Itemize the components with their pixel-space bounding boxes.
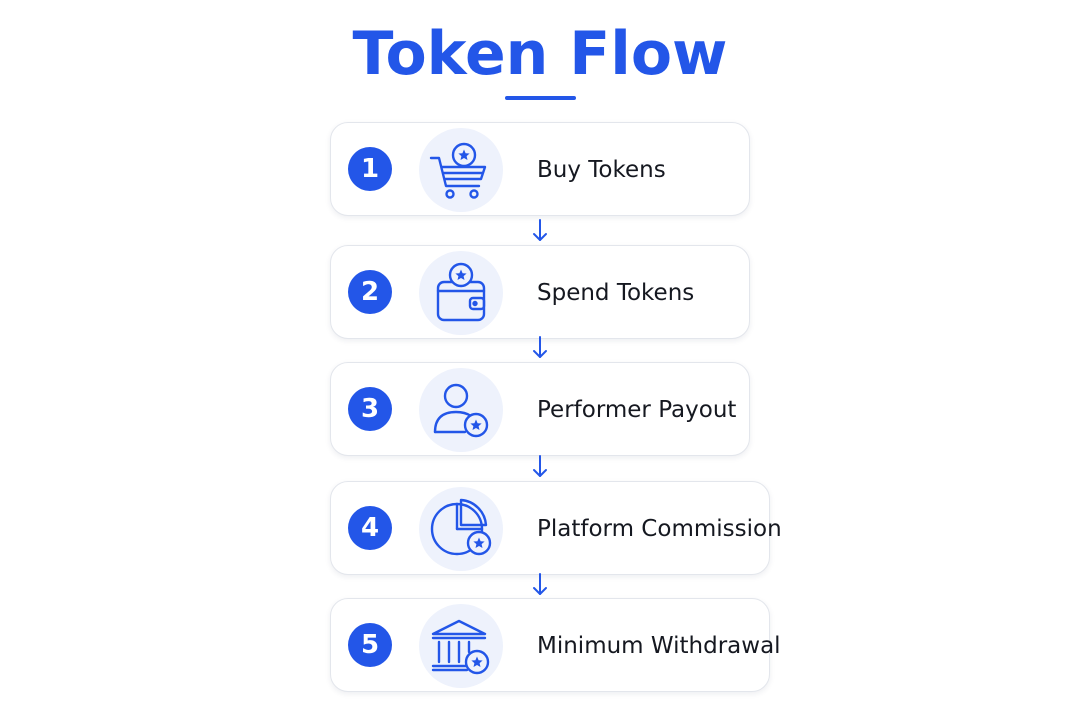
flow-arrow <box>530 572 550 598</box>
page-title: Token Flow <box>352 19 728 89</box>
step-card-buy-tokens: 1 Buy Tokens <box>330 122 750 216</box>
step-number-badge: 5 <box>348 623 392 667</box>
step-label: Spend Tokens <box>537 280 695 306</box>
step-number-badge: 4 <box>348 506 392 550</box>
pie-chart-icon <box>419 487 503 571</box>
wallet-icon <box>419 251 503 335</box>
step-card-minimum-withdrawal: 5 Minimum Withdrawal <box>330 598 781 692</box>
step-label: Performer Payout <box>537 397 737 423</box>
step-card-performer-payout: 3 Performer Payout <box>330 362 750 456</box>
person-icon <box>419 368 503 452</box>
title-underline <box>505 96 576 100</box>
flow-arrow <box>530 335 550 361</box>
flow-arrow <box>530 454 550 480</box>
step-number-badge: 1 <box>348 147 392 191</box>
shopping-cart-icon <box>419 128 503 212</box>
step-label: Minimum Withdrawal <box>537 633 781 659</box>
bank-icon <box>419 604 503 688</box>
flow-arrow <box>530 218 550 244</box>
step-card-spend-tokens: 2 Spend Tokens <box>330 245 750 339</box>
step-label: Buy Tokens <box>537 157 666 183</box>
step-label: Platform Commission <box>537 516 782 542</box>
step-number-badge: 3 <box>348 387 392 431</box>
step-number-badge: 2 <box>348 270 392 314</box>
step-card-platform-commission: 4 Platform Commission <box>330 481 782 575</box>
